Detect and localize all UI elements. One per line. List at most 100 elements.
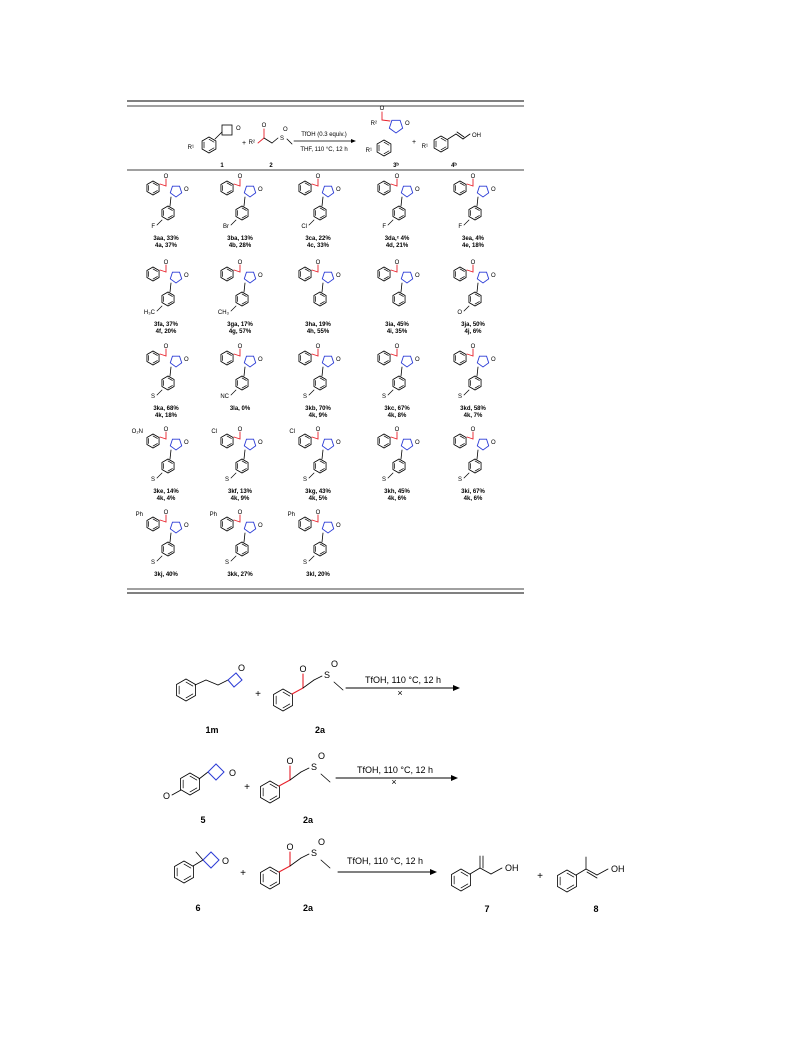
- aryl-ring: [468, 375, 482, 391]
- product-yield-3: 3kl, 20%: [306, 572, 330, 578]
- double-bond: [241, 543, 247, 547]
- aryl-bond: [169, 282, 172, 293]
- aryl-ring: [468, 458, 482, 474]
- label-2a-3: 2a: [303, 903, 314, 913]
- double-bond: [241, 377, 247, 381]
- aryl-bond: [243, 532, 246, 543]
- product-r1: R¹: [366, 148, 372, 154]
- thf-oxygen: O: [184, 357, 189, 363]
- carbonyl-oxygen: O: [316, 260, 321, 266]
- product-yield-4: 4j, 6%: [464, 329, 482, 335]
- double-bond: [269, 881, 278, 887]
- thf-oxygen: O: [258, 187, 263, 193]
- substituent-bond: [230, 389, 237, 396]
- thf-oxygen: O: [415, 440, 420, 446]
- conditions-top: TfOH (0.3 equiv.): [301, 132, 347, 138]
- sulfur: S: [280, 136, 284, 142]
- reactant-1-label: 1: [220, 163, 224, 169]
- bond: [313, 675, 323, 681]
- substituent-label: S: [382, 477, 386, 483]
- aryl-ring: [161, 458, 175, 474]
- double-bond: [398, 301, 404, 305]
- carbonyl-oxygen: O: [471, 427, 476, 433]
- aryl-ring: [392, 205, 406, 221]
- bond: [300, 767, 310, 773]
- acyl-substituent: Ph: [210, 512, 217, 518]
- carbonyl-oxygen: O: [262, 123, 267, 129]
- phenyl-ring-2a: [273, 688, 293, 712]
- bond: [447, 133, 457, 140]
- ring-outline: [161, 458, 175, 474]
- thf-ring: [321, 355, 335, 368]
- ring-outline: [298, 516, 312, 532]
- substituent-label: S: [151, 560, 155, 566]
- double-bond: [152, 435, 158, 439]
- ketone-aryl-ring: [146, 433, 160, 449]
- double-bond: [189, 775, 198, 781]
- double-bond: [383, 150, 390, 155]
- double-bond: [241, 207, 247, 211]
- label-8: 8: [593, 904, 598, 914]
- ring-outline: [273, 688, 293, 712]
- carbonyl-bond: [159, 353, 167, 357]
- aryl-ring: [313, 458, 327, 474]
- ring-outline: [453, 266, 467, 282]
- ring-outline: [298, 266, 312, 282]
- substituent-bond: [156, 219, 163, 226]
- substituent-label: S: [151, 477, 155, 483]
- ketone-aryl-ring: [220, 180, 234, 196]
- oxetane-ring-5: [207, 763, 225, 781]
- product-yield-4: 4a, 37%: [155, 243, 178, 249]
- thf-oxygen: O: [258, 440, 263, 446]
- carbonyl-bond: [311, 353, 319, 357]
- aryl-ring: [161, 291, 175, 307]
- product-yield-3: 3kf, 13%: [228, 489, 253, 495]
- carbonyl-oxygen: O: [164, 344, 169, 350]
- ring-outline: [433, 135, 449, 153]
- substituent-label: S: [303, 477, 307, 483]
- bond: [271, 137, 279, 144]
- product-yield-4: 4k, 18%: [155, 413, 178, 419]
- label-6: 6: [195, 903, 200, 913]
- aryl-bond: [400, 449, 403, 460]
- carbonyl-oxygen: O: [238, 427, 243, 433]
- bond: [462, 133, 471, 140]
- double-bond: [398, 385, 404, 389]
- bond: [456, 131, 465, 138]
- ketone-aryl-ring: [146, 350, 160, 366]
- aryl-ring: [392, 291, 406, 307]
- substituent-label: S: [225, 560, 229, 566]
- carbonyl-bond: [159, 183, 167, 187]
- double-bond: [167, 543, 173, 547]
- double-bond: [304, 435, 310, 439]
- double-bond: [383, 435, 389, 439]
- ring-outline: [453, 433, 467, 449]
- substituent-label: S: [458, 477, 462, 483]
- bond: [214, 131, 223, 140]
- substituent-label: F: [151, 224, 155, 230]
- aryl-ring: [468, 205, 482, 221]
- ring-outline: [260, 780, 280, 804]
- product-4-benzene: [433, 135, 449, 153]
- ketone-aryl-ring: [453, 350, 467, 366]
- double-bond: [440, 137, 447, 142]
- bond: [479, 867, 492, 875]
- plus-5: +: [244, 782, 250, 793]
- carbonyl-bond: [311, 436, 319, 440]
- substituent-label: F: [382, 224, 386, 230]
- product-yield-4: 4k, 9%: [309, 413, 328, 419]
- bond: [469, 867, 481, 875]
- aryl-bond: [321, 532, 324, 543]
- double-bond: [226, 182, 232, 186]
- substituent-label: S: [225, 477, 229, 483]
- ring-outline: [161, 375, 175, 391]
- double-bond: [304, 190, 310, 194]
- plus-7: +: [537, 871, 543, 882]
- ring-outline: [468, 375, 482, 391]
- double-bond: [269, 795, 278, 801]
- product-carbonyl-o: O: [380, 106, 385, 112]
- ketone-aryl-ring: [298, 433, 312, 449]
- product-yield-3: 3ka, 68%: [153, 406, 179, 412]
- label-2a-2: 2a: [303, 815, 314, 825]
